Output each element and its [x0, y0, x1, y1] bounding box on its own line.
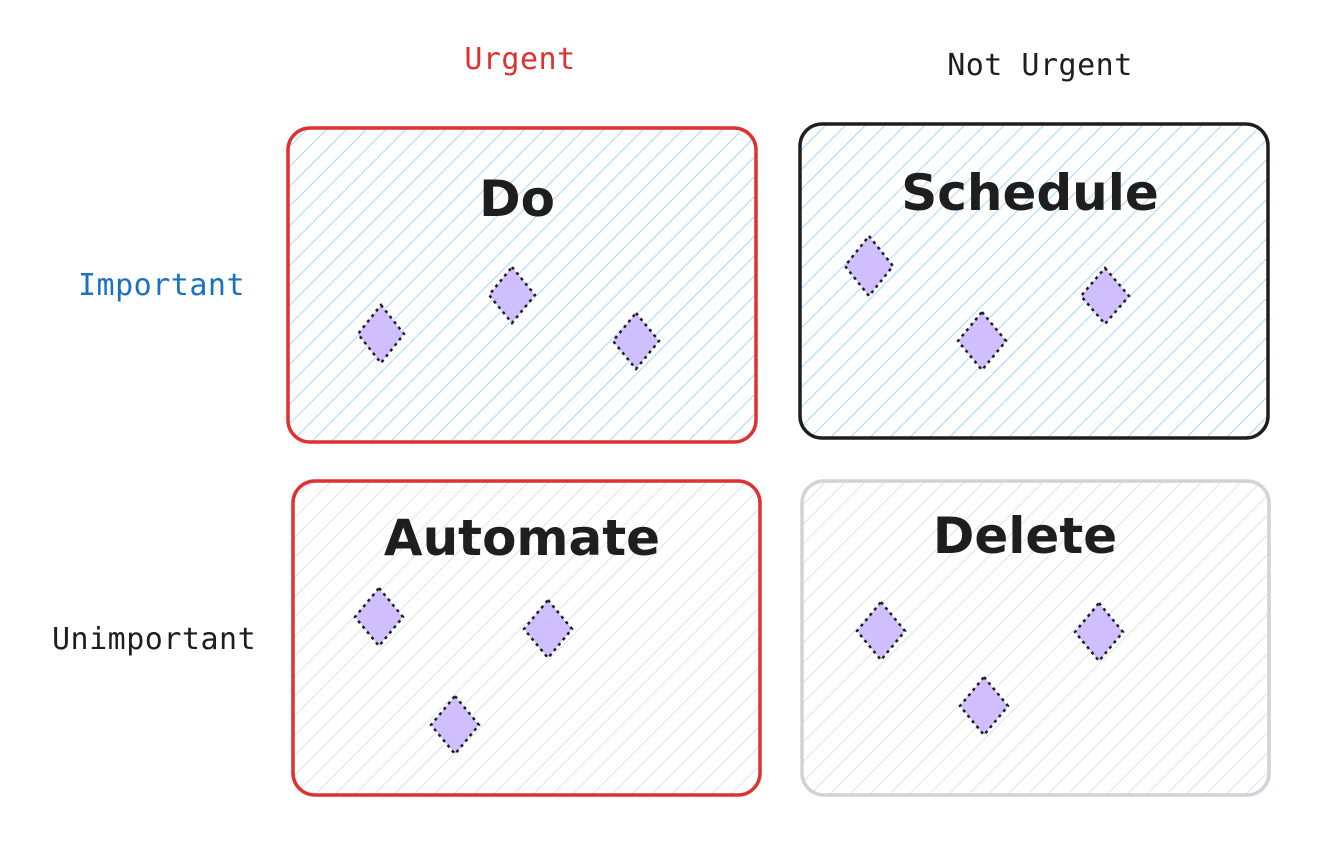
quadrant-automate-box — [291, 479, 762, 797]
quadrant-delete-box — [800, 479, 1271, 797]
quadrant-automate-items — [353, 586, 574, 756]
quadrant-delete[interactable]: Delete — [800, 479, 1271, 797]
task-item-diamond[interactable] — [487, 265, 537, 325]
quadrant-schedule-title: Schedule — [901, 164, 1159, 222]
quadrant-schedule-items — [843, 233, 1131, 372]
quadrant-do-items — [356, 265, 661, 371]
column-label-not-urgent: Not Urgent — [947, 48, 1133, 83]
quadrant-automate-title: Automate — [384, 509, 660, 567]
quadrant-delete-title: Delete — [933, 507, 1117, 565]
task-item-diamond[interactable] — [1079, 266, 1131, 326]
task-item-diamond[interactable] — [353, 586, 405, 648]
task-item-diamond[interactable] — [855, 600, 907, 662]
task-item-diamond[interactable] — [429, 694, 481, 756]
task-item-diamond[interactable] — [958, 675, 1010, 737]
task-item-diamond[interactable] — [1073, 601, 1125, 663]
column-label-urgent: Urgent — [464, 42, 576, 77]
task-item-diamond[interactable] — [956, 310, 1008, 372]
task-item-diamond[interactable] — [611, 311, 661, 371]
quadrant-do[interactable]: Do — [286, 126, 758, 444]
task-item-diamond[interactable] — [843, 233, 895, 299]
task-item-diamond[interactable] — [356, 302, 406, 366]
quadrant-do-title: Do — [479, 170, 555, 228]
task-item-diamond[interactable] — [522, 598, 574, 660]
quadrant-schedule[interactable]: Schedule — [798, 122, 1270, 440]
quadrant-schedule-box — [798, 122, 1270, 440]
row-label-unimportant: Unimportant — [52, 622, 257, 657]
row-label-important: Important — [78, 268, 246, 303]
quadrant-automate[interactable]: Automate — [291, 479, 762, 797]
quadrant-delete-items — [855, 600, 1125, 737]
